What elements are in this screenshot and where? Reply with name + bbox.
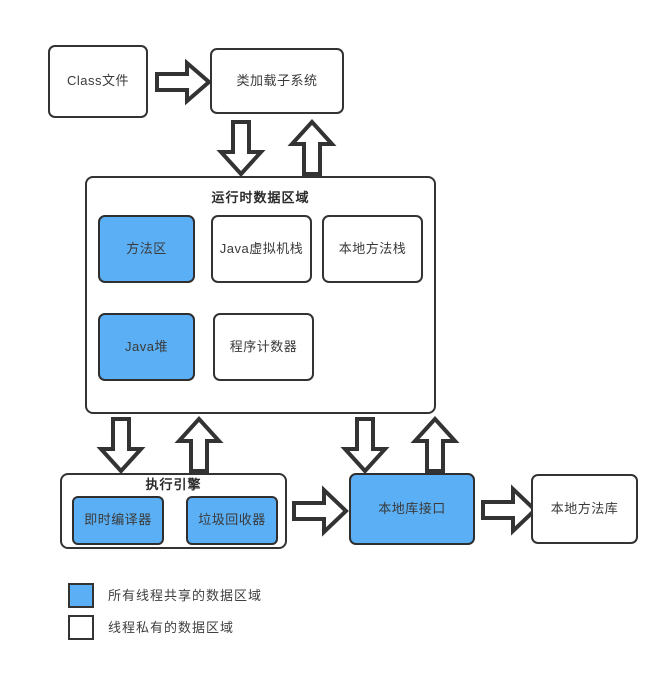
node-garbage-collector[interactable]: 垃圾回收器 (186, 496, 278, 545)
execution-engine-title: 执行引擎 (145, 477, 202, 492)
node-jvm-stack[interactable]: Java虚拟机栈 (211, 215, 312, 283)
runtime-data-area-title: 运行时数据区域 (211, 190, 310, 205)
node-garbage-collector-label: 垃圾回收器 (198, 512, 266, 528)
node-native-library-interface[interactable]: 本地库接口 (349, 473, 475, 545)
node-java-heap[interactable]: Java堆 (98, 313, 195, 381)
legend-swatch-shared (68, 583, 94, 608)
node-class-loader-subsystem[interactable]: 类加载子系统 (210, 48, 344, 114)
arrow-engine-to-native-interface (292, 485, 349, 537)
node-native-method-library[interactable]: 本地方法库 (531, 474, 638, 544)
node-native-method-library-label: 本地方法库 (550, 500, 619, 516)
arrow-native-interface-to-runtime (410, 416, 460, 473)
node-method-area-label: 方法区 (126, 240, 167, 256)
arrow-runtime-to-engine (96, 417, 146, 474)
node-program-counter-label: 程序计数器 (229, 338, 298, 354)
legend-swatch-private (68, 615, 94, 640)
arrow-runtime-to-native-interface (340, 417, 390, 474)
node-java-heap-label: Java堆 (125, 338, 168, 354)
node-method-area[interactable]: 方法区 (98, 215, 195, 283)
node-class-file[interactable]: Class文件 (48, 45, 148, 118)
legend-label-shared: 所有线程共享的数据区域 (108, 588, 263, 603)
node-class-file-label: Class文件 (66, 73, 129, 89)
node-class-loader-subsystem-label: 类加载子系统 (236, 72, 318, 88)
arrow-loader-to-runtime (216, 120, 266, 177)
node-jvm-stack-label: Java虚拟机栈 (219, 240, 304, 256)
node-jit-compiler[interactable]: 即时编译器 (72, 496, 164, 545)
arrow-class-file-to-loader (155, 58, 213, 106)
node-jit-compiler-label: 即时编译器 (84, 512, 152, 528)
node-native-method-stack[interactable]: 本地方法栈 (322, 215, 423, 283)
node-program-counter[interactable]: 程序计数器 (213, 313, 314, 381)
arrow-runtime-to-loader (287, 119, 337, 176)
node-native-library-interface-label: 本地库接口 (378, 500, 446, 516)
arrow-engine-to-runtime (174, 416, 224, 473)
arrow-native-interface-to-library (481, 484, 538, 536)
legend-label-private: 线程私有的数据区域 (108, 620, 235, 635)
node-native-method-stack-label: 本地方法栈 (338, 240, 407, 256)
